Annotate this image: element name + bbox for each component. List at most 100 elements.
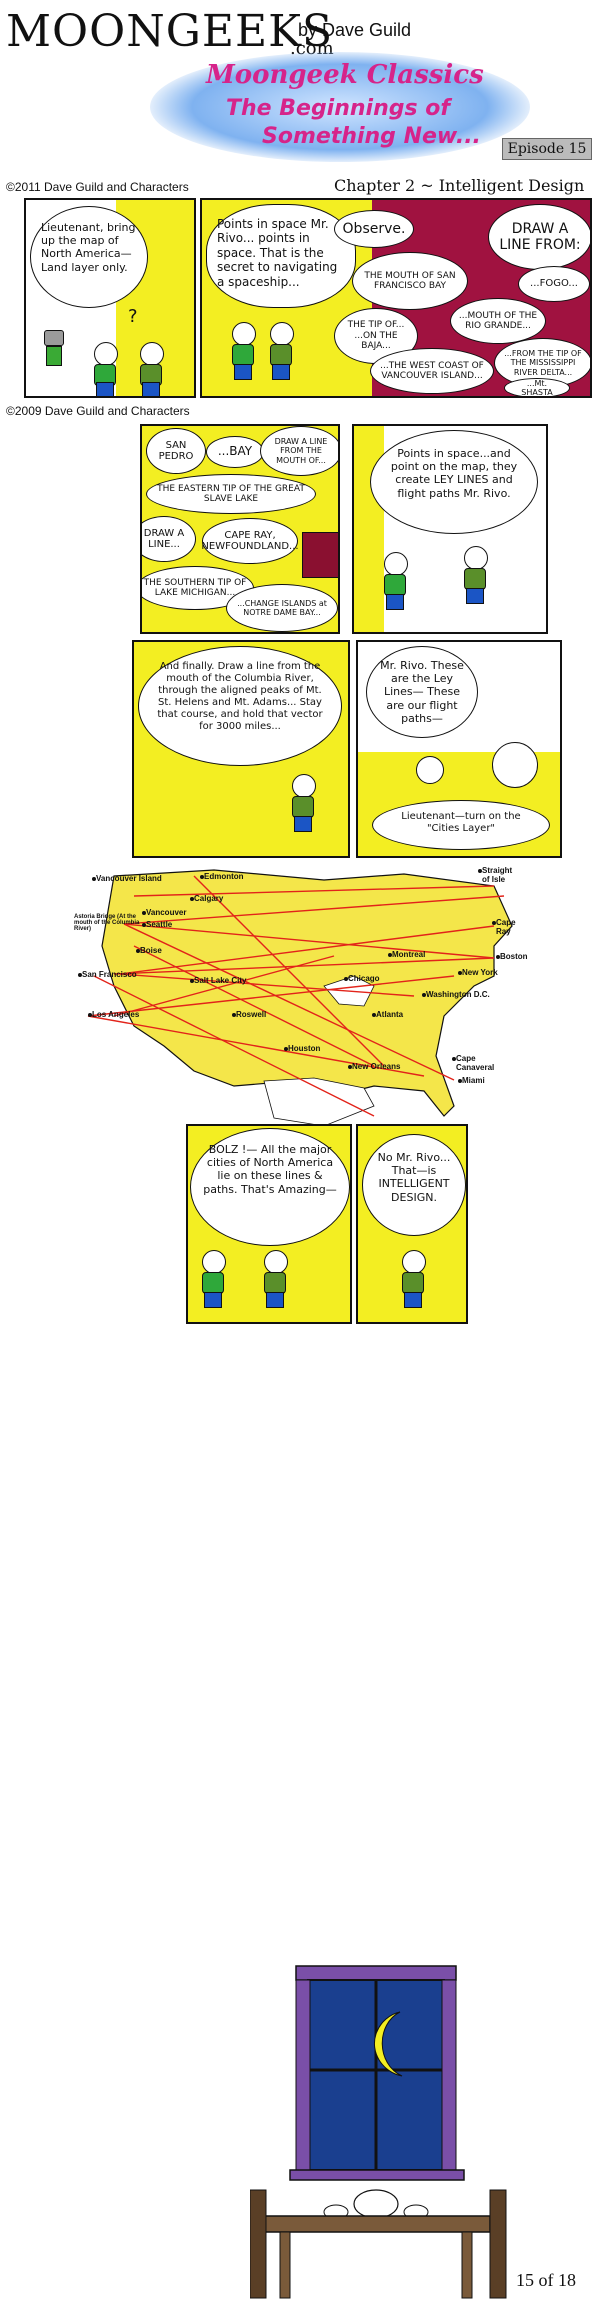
city-label: Boise bbox=[140, 946, 162, 955]
panel-2-bubble: Points in space Mr. Rivo... points in sp… bbox=[206, 204, 356, 308]
table-leg-left bbox=[279, 2231, 291, 2299]
city-dot bbox=[372, 1013, 376, 1017]
window-sill bbox=[289, 2169, 465, 2181]
officer-character bbox=[86, 342, 126, 396]
city-dot bbox=[190, 979, 194, 983]
panel-8-bubble: No Mr. Rivo... That—is INTELLIGENT DESIG… bbox=[362, 1134, 466, 1236]
bubble-cape-ray: CAPE RAY, NEWFOUNDLAND... bbox=[201, 518, 299, 564]
panel-7-bubble: BOLZ !— All the major cities of North Am… bbox=[190, 1128, 350, 1246]
panel-1-bubble: Lieutenant, bring up the map of North Am… bbox=[30, 206, 148, 308]
bubble-observe: Observe. bbox=[334, 210, 414, 248]
panel-2-text: Points in space Mr. Rivo... points in sp… bbox=[217, 217, 338, 289]
panel-6-bubble-bottom: Lieutenant—turn on the "Cities Layer" bbox=[372, 800, 550, 850]
ley-line bbox=[133, 945, 375, 1067]
ley-line bbox=[113, 957, 495, 975]
city-label: Salt Lake City bbox=[194, 976, 247, 985]
panel-4: Points in space...and point on the map, … bbox=[352, 424, 548, 634]
panel-6-characters bbox=[416, 742, 556, 802]
logo-text: MOONGEEKS bbox=[6, 6, 334, 57]
table-top bbox=[263, 2215, 491, 2233]
bubble-michigan: THE SOUTHERN TIP OF LAKE MICHIGAN... bbox=[142, 566, 254, 610]
panel-8: No Mr. Rivo... That—is INTELLIGENT DESIG… bbox=[356, 1124, 468, 1324]
bubble-bay: ...BAY bbox=[206, 436, 264, 468]
panel-2-characters bbox=[222, 316, 322, 396]
city-label: Cape Ray bbox=[496, 918, 516, 936]
bubble-notre-dame: ...CHANGE ISLANDS at NOTRE DAME BAY... bbox=[226, 584, 338, 632]
ley-line bbox=[113, 955, 335, 1017]
moon-icon bbox=[374, 2011, 403, 2077]
city-label: Vancouver Island bbox=[96, 874, 162, 883]
city-label: Washington D.C. bbox=[426, 990, 490, 999]
city-label: Calgary bbox=[194, 894, 224, 903]
copyright-2011: ©2011 Dave Guild and Characters bbox=[6, 180, 189, 194]
city-label: Edmonton bbox=[204, 872, 244, 881]
city-label: Chicago bbox=[348, 974, 380, 983]
city-dot bbox=[458, 1079, 462, 1083]
city-label: Roswell bbox=[236, 1010, 267, 1019]
city-dot bbox=[88, 1013, 92, 1017]
panel-3-character-box bbox=[302, 532, 338, 578]
north-america-map bbox=[70, 869, 513, 1127]
city-dot bbox=[284, 1047, 288, 1051]
night-window-scene bbox=[249, 1965, 507, 2299]
banner-line2: The Beginnings of bbox=[226, 96, 450, 121]
city-label: Los Angeles bbox=[92, 1010, 140, 1019]
panel-7: BOLZ !— All the major cities of North Am… bbox=[186, 1124, 352, 1324]
panel-1: Lieutenant, bring up the map of North Am… bbox=[24, 198, 196, 398]
table-leg-right bbox=[461, 2231, 473, 2299]
ley-line bbox=[87, 1015, 425, 1077]
panel-4-characters bbox=[374, 546, 524, 632]
captain-character bbox=[130, 342, 174, 396]
city-label: San Francisco bbox=[82, 970, 137, 979]
city-label: Montreal bbox=[392, 950, 426, 959]
gulf-of-mexico bbox=[263, 1077, 375, 1127]
banner-line3: Something New... bbox=[262, 124, 481, 149]
city-label: Astoria Bridge (At the mouth of the Colu… bbox=[74, 914, 140, 932]
panel-6-bubble-top: Mr. Rivo. These are the Ley Lines— These… bbox=[366, 646, 478, 738]
ley-line bbox=[133, 885, 495, 897]
panel-2: Points in space Mr. Rivo... points in sp… bbox=[200, 198, 592, 398]
city-dot bbox=[422, 993, 426, 997]
city-dot bbox=[92, 877, 96, 881]
ley-line bbox=[193, 875, 385, 1067]
copyright-2009: ©2009 Dave Guild and Characters bbox=[6, 404, 190, 418]
ley-line bbox=[123, 923, 455, 1081]
ley-line bbox=[123, 923, 495, 959]
panel-8-character bbox=[394, 1250, 434, 1322]
bubble-west-coast: ...THE WEST COAST OF VANCOUVER ISLAND... bbox=[370, 348, 494, 394]
curtain-left bbox=[295, 1979, 311, 2175]
bubble-shasta: ...Mt. SHASTA bbox=[504, 378, 570, 396]
bubble-rio-grande: ...MOUTH OF THE RIO GRANDE... bbox=[450, 298, 546, 344]
city-dot bbox=[348, 1065, 352, 1069]
city-dot bbox=[142, 911, 146, 915]
banner-cloud bbox=[150, 52, 530, 162]
bubble-slave-lake: THE EASTERN TIP OF THE GREAT SLAVE LAKE bbox=[146, 474, 316, 514]
header: MOONGEEKS by Dave Guild .com Moongeek Cl… bbox=[0, 0, 600, 200]
city-dot bbox=[136, 949, 140, 953]
byline: by Dave Guild bbox=[298, 20, 412, 40]
city-dot bbox=[478, 869, 482, 873]
city-label: New Orleans bbox=[352, 1062, 401, 1071]
city-label: Boston bbox=[500, 952, 528, 961]
city-dot bbox=[190, 897, 194, 901]
window-illustration bbox=[249, 1960, 520, 2300]
city-dot bbox=[492, 921, 496, 925]
ley-lines bbox=[87, 875, 505, 1117]
city-label: Houston bbox=[288, 1044, 321, 1053]
ley-line bbox=[93, 975, 375, 1117]
city-dot bbox=[388, 953, 392, 957]
ley-line bbox=[123, 895, 505, 925]
chair-left bbox=[249, 2189, 267, 2299]
page-counter: 15 of 18 bbox=[516, 2270, 576, 2290]
panel-5-character bbox=[284, 772, 334, 852]
logo: MOONGEEKS bbox=[6, 6, 333, 57]
panel-5: And finally. Draw a line from the mouth … bbox=[132, 640, 350, 858]
city-label: Miami bbox=[462, 1076, 485, 1085]
panel-1-text: Lieutenant, bring up the map of North Am… bbox=[41, 221, 136, 274]
city-dot bbox=[458, 971, 462, 975]
teapot bbox=[353, 2189, 399, 2219]
bubble-san-pedro: SAN PEDRO bbox=[146, 428, 206, 474]
alien-character bbox=[38, 330, 68, 380]
chapter-title: Chapter 2 ~ Intelligent Design bbox=[334, 176, 585, 195]
